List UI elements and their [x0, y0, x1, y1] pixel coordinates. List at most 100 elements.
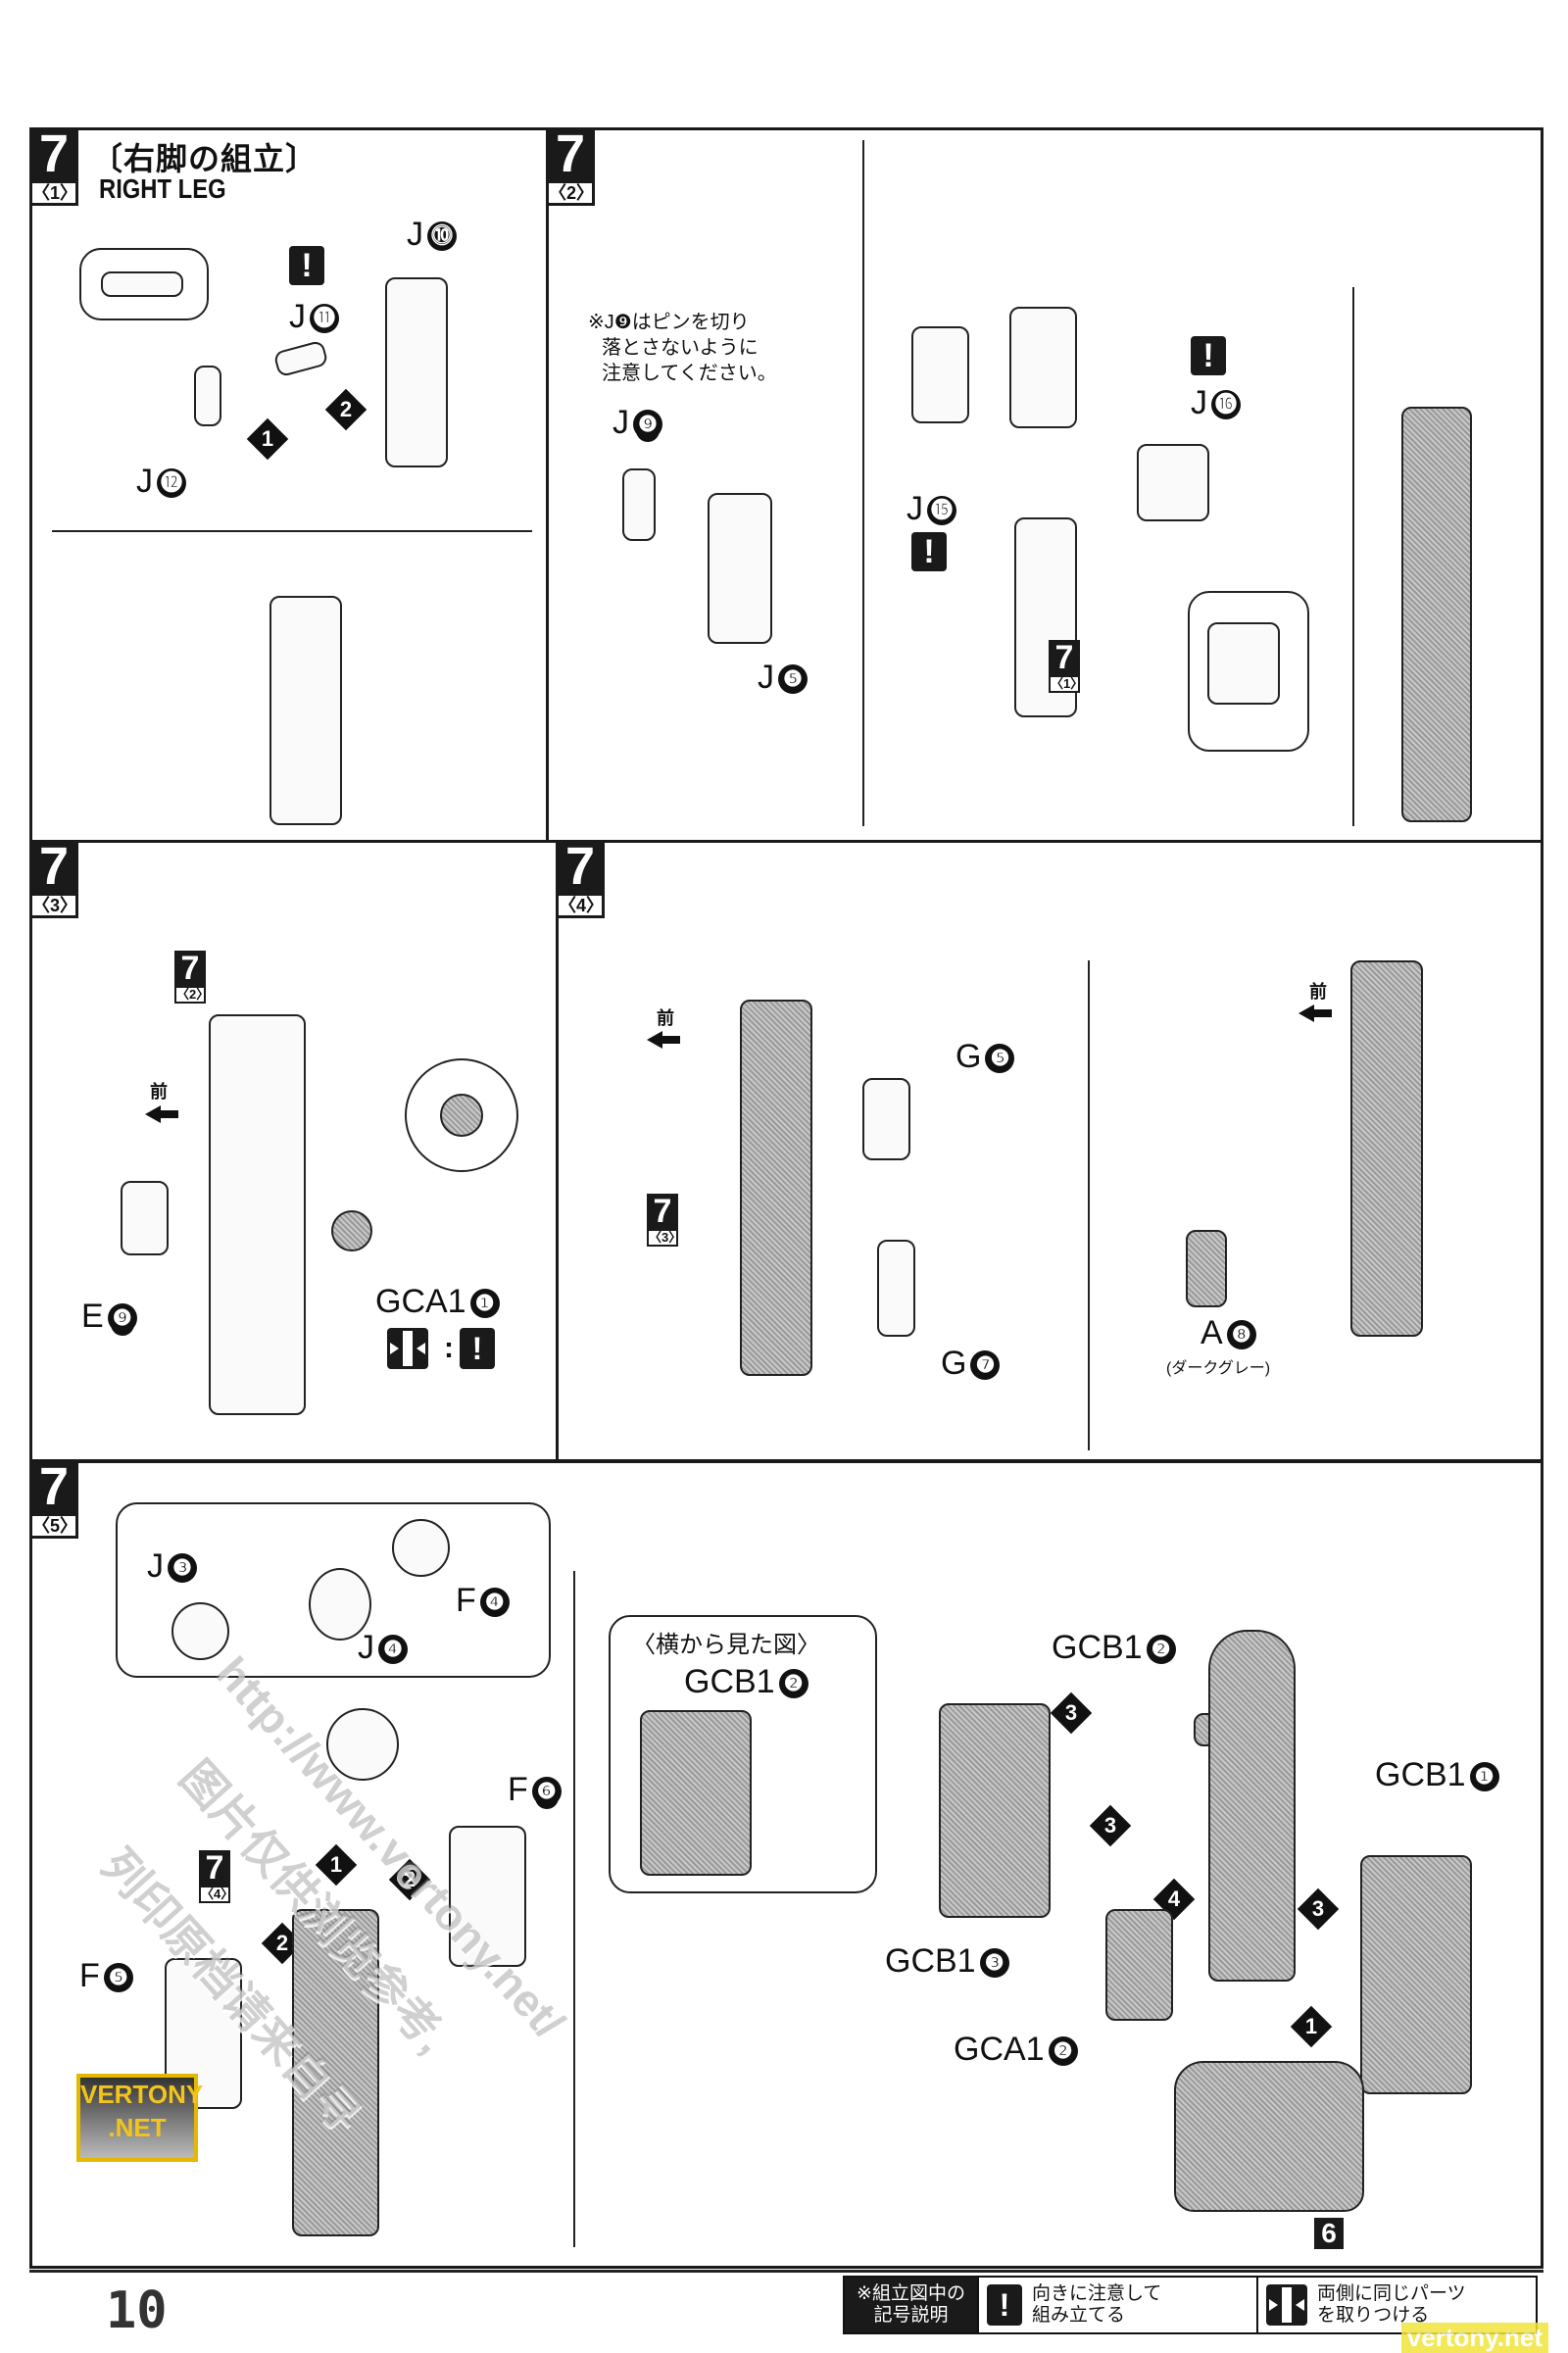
divider — [573, 1571, 575, 2247]
order-marker-3: 3 — [1297, 1887, 1340, 1931]
part-assembled-leg — [270, 596, 342, 825]
part-6-label: 6 — [1314, 2218, 1344, 2249]
order-marker-3: 3 — [1089, 1804, 1132, 1847]
step-badge: 7 〈2〉 — [546, 127, 595, 206]
part-foot — [1174, 2061, 1364, 2212]
front-arrow-icon — [145, 1105, 178, 1123]
part-j5 — [708, 493, 772, 644]
ref-badge-7-2: 7 〈2〉 — [174, 950, 210, 1004]
part-j11-detail — [101, 271, 183, 297]
step-badge: 7 〈5〉 — [29, 1460, 78, 1539]
ref-badge-7-4: 7 〈4〉 — [199, 1849, 234, 1903]
part-leg-frame — [740, 1000, 812, 1376]
side-view-title: 〈横から見た図〉 — [632, 1632, 820, 1658]
step-badge: 7 〈4〉 — [556, 840, 605, 918]
part-lower-leg — [1208, 1630, 1296, 1982]
order-marker-2: 2 — [324, 388, 368, 431]
order-marker-2: 3 — [1050, 1691, 1093, 1735]
front-arrow-icon — [647, 1031, 680, 1049]
part-j15 — [911, 326, 969, 423]
ref-badge-7-3: 7 〈3〉 — [647, 1193, 682, 1247]
footer-rule — [29, 2270, 1544, 2273]
ref-badge-7-1: 7 〈1〉 — [1049, 639, 1084, 693]
legend-heading: ※組立図中の記号説明 — [845, 2278, 977, 2332]
part-leg-frame-view2 — [1350, 960, 1423, 1337]
page-number: 10 — [106, 2281, 168, 2340]
part-j11 — [272, 339, 329, 378]
order-marker-1: 1 — [246, 417, 289, 461]
exclamation-icon: ! — [987, 2284, 1022, 2326]
part-f5 — [165, 1958, 242, 2109]
section-title-en: RIGHT LEG — [99, 173, 226, 204]
part-g5 — [862, 1078, 910, 1160]
part-gcb1-1 — [1360, 1855, 1472, 2094]
part-j16-detail — [1207, 622, 1280, 705]
part-a8 — [1186, 1230, 1227, 1307]
site-watermark: vertony.net — [1400, 2323, 1548, 2353]
step-badge: 7 〈3〉 — [29, 840, 78, 918]
both-sides-icon — [387, 1328, 428, 1369]
part-joint-assembly — [326, 1708, 399, 1781]
detail-bubble-j16 — [1188, 591, 1309, 752]
part-j3 — [172, 1602, 229, 1660]
step-badge: 7 〈1〉 — [29, 127, 78, 206]
part-leg-frame — [209, 1014, 306, 1415]
part-j16 — [1137, 444, 1209, 521]
detail-bubble-gca1 — [405, 1058, 518, 1172]
caution-note: ※J❾はピンを切り 落とさないように 注意してください。 — [588, 312, 777, 384]
part-j12 — [194, 366, 221, 426]
symbol-pair: : ! — [387, 1328, 495, 1369]
part-j10 — [385, 277, 448, 467]
symbol-legend: ※組立図中の記号説明 ! 向きに注意して組み立てる 両側に同じパーツを取りつける — [843, 2276, 1538, 2334]
exclamation-icon: ! — [460, 1328, 495, 1369]
divider — [52, 530, 532, 532]
part-j9 — [622, 468, 656, 541]
legend-item-orientation: ! 向きに注意して組み立てる — [977, 2278, 1256, 2332]
detail-bubble — [79, 248, 209, 320]
front-arrow-icon — [1298, 1005, 1332, 1022]
divider — [1088, 960, 1090, 1450]
legend-item-both-sides: 両側に同じパーツを取りつける — [1256, 2278, 1536, 2332]
exclamation-icon: ! — [289, 246, 324, 285]
part-leg-assembly — [292, 1909, 379, 2236]
label-a8-color: (ダークグレー) — [1166, 1360, 1271, 1377]
part-g7 — [877, 1240, 915, 1337]
part-completed-leg-frame — [1401, 407, 1472, 822]
exclamation-icon: ! — [911, 532, 947, 571]
section-title-jp: 〔右脚の組立〕 — [91, 141, 318, 176]
front-label: 前 — [150, 1082, 168, 1102]
part-gca1-2 — [1105, 1909, 1173, 2021]
divider — [862, 140, 864, 826]
part-f6 — [449, 1826, 526, 1967]
divider — [1352, 287, 1354, 826]
front-label: 前 — [657, 1008, 674, 1028]
part-upper — [1009, 307, 1077, 428]
